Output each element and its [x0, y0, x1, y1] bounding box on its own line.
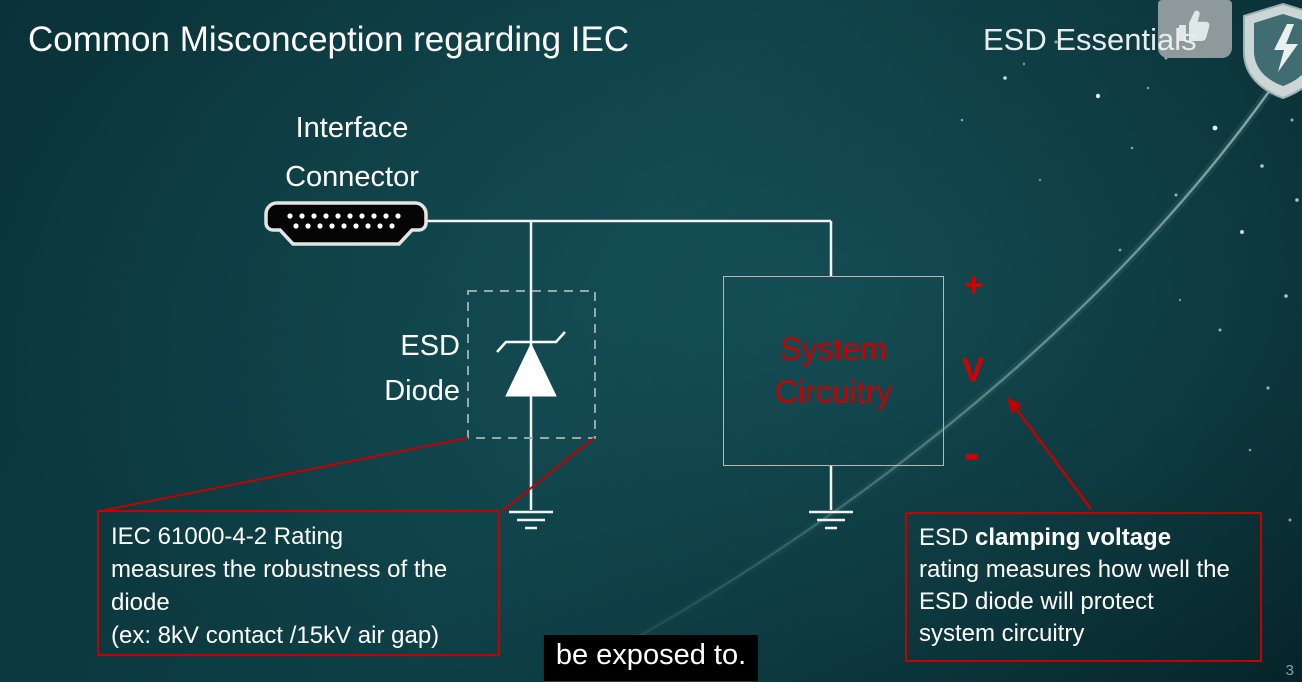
iec-rating-note: IEC 61000-4-2 Rating measures the robust…: [97, 510, 500, 656]
system-circuitry-label-line2: Circuitry: [774, 374, 893, 410]
particle-dots: [960, 40, 1299, 522]
iec-note-line2: measures the robustness of the: [111, 556, 448, 583]
subtitle-caption: be exposed to.: [543, 635, 759, 681]
esd-diode-label: ESD Diode: [372, 324, 460, 414]
esd-diode-label-line1: ESD: [400, 330, 460, 362]
polarity-plus: +: [964, 266, 984, 304]
esd-diode-label-line2: Diode: [384, 375, 460, 407]
interface-connector-label: Interface Connector: [250, 104, 454, 202]
brand-text: ESD Essentials: [983, 22, 1197, 57]
clamping-note-bold: clamping voltage: [975, 524, 1172, 551]
interface-connector-label-line1: Interface: [295, 112, 409, 144]
iec-note-line1: IEC 61000-4-2 Rating: [111, 523, 344, 550]
ground-icon: [809, 510, 853, 530]
clamping-voltage-note: ESD clamping voltage rating measures how…: [905, 512, 1262, 662]
clamping-note-line2: rating measures how well the: [919, 556, 1230, 583]
clamping-voltage-arrow: [1007, 397, 1093, 510]
polarity-voltage: V: [962, 351, 985, 388]
page-number: 3: [1285, 662, 1294, 679]
clamping-note-line4: system circuitry: [919, 620, 1085, 647]
slide-title: Common Misconception regarding IEC: [28, 20, 630, 59]
shield-logo-icon[interactable]: [1240, 2, 1302, 102]
hdmi-connector-icon: [264, 201, 428, 246]
clamping-note-line3: ESD diode will protect: [919, 588, 1154, 615]
ground-icon: [509, 510, 553, 530]
iec-note-line3: diode: [111, 589, 170, 616]
system-circuitry-label-line1: System: [780, 331, 887, 367]
iec-note-line4: (ex: 8kV contact /15kV air gap): [111, 622, 440, 649]
clamping-note-lead: ESD: [919, 524, 976, 551]
interface-connector-label-line2: Connector: [285, 161, 419, 193]
callout-lines: [99, 437, 595, 512]
thumbs-up-icon: [1173, 7, 1217, 52]
tvs-diode-icon: [496, 331, 566, 397]
polarity-minus: -: [964, 427, 980, 479]
diode-highlight-box: [467, 290, 596, 439]
clamping-note-line1: ESD clamping voltage: [919, 522, 1248, 554]
system-circuitry-box: System Circuitry: [723, 276, 944, 466]
